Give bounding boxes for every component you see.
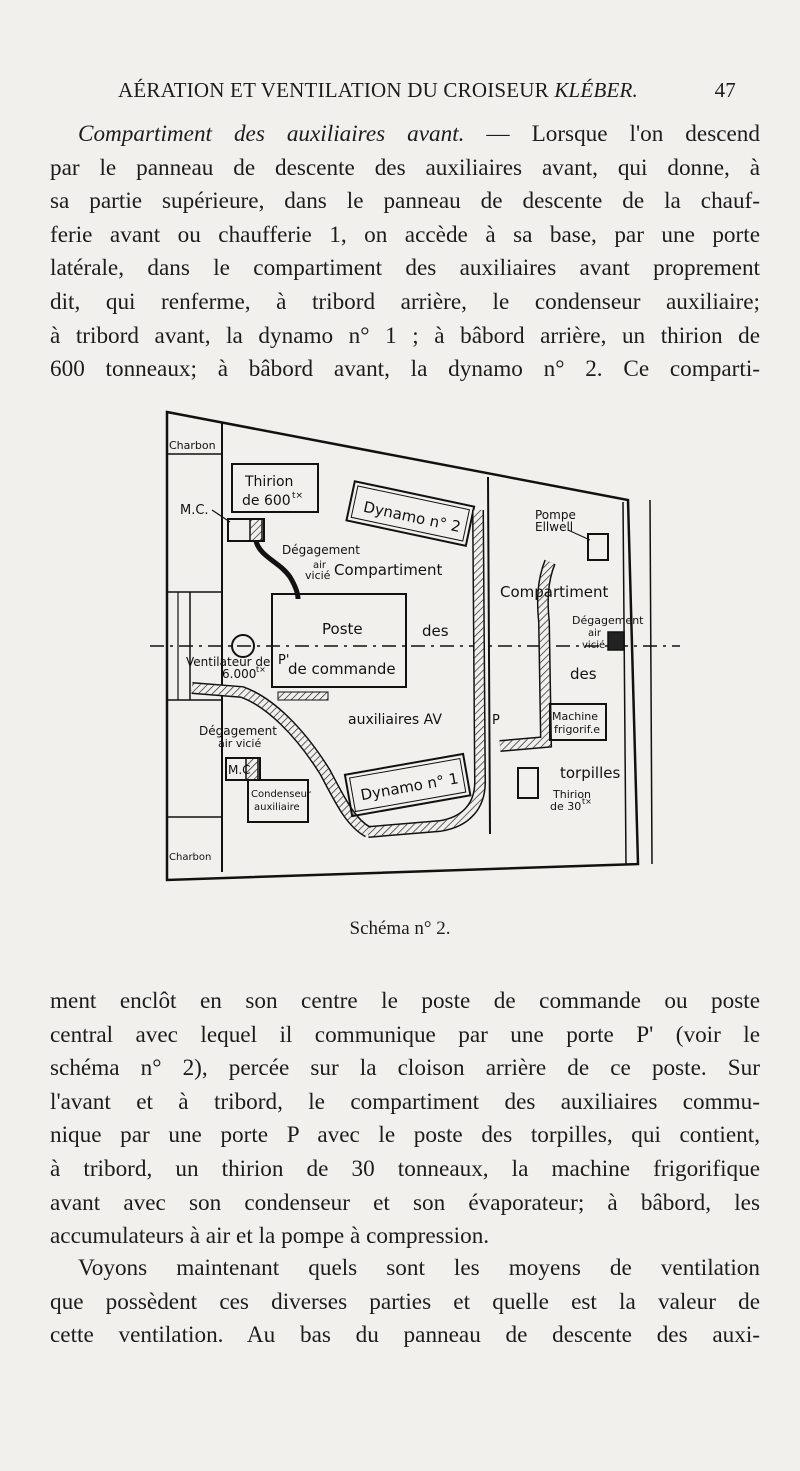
paragraph-2: ment enclôt en son centre le poste de co… bbox=[50, 985, 760, 1254]
label-degagement-r-l2: air bbox=[588, 628, 602, 639]
label-charbon-bottom: Charbon bbox=[169, 852, 211, 863]
page-number: 47 bbox=[714, 78, 736, 102]
label-auxiliaires-av: auxiliaires AV bbox=[348, 712, 442, 728]
text-line: dit, qui renferme, à tribord arrière, le… bbox=[50, 288, 760, 315]
label-thirion-600-sup: t× bbox=[292, 491, 303, 501]
text-line: avant avec son condenseur et son évapora… bbox=[50, 1189, 760, 1216]
label-ventilateur-l2: 6.000 bbox=[222, 667, 256, 681]
schematic-drawing: Thirion de 600 t× M.C. Dégagement air vi… bbox=[150, 410, 680, 882]
text-line: par le panneau de descente des auxiliair… bbox=[50, 154, 760, 181]
text-line: schéma n° 2), percée sur la cloison arri… bbox=[50, 1055, 760, 1082]
degagement-r-vent bbox=[607, 631, 625, 651]
label-door-pprime: P' bbox=[278, 653, 289, 668]
text-line: nique par une porte P avec le poste des … bbox=[50, 1122, 760, 1149]
label-thirion-30-sup: t× bbox=[582, 797, 592, 806]
dynamo-2: Dynamo n° 2 bbox=[345, 480, 476, 547]
label-poste: Poste bbox=[322, 620, 363, 638]
text-line: ment enclôt en son centre le poste de co… bbox=[50, 988, 760, 1014]
text-line: l'avant et à tribord, le compartiment de… bbox=[50, 1088, 760, 1115]
label-mc-bottom: M.C bbox=[228, 763, 251, 777]
text-line: ferie avant ou chaufferie 1, on accède à… bbox=[50, 221, 760, 248]
text-line: central avec lequel il communique par un… bbox=[50, 1021, 760, 1048]
dynamo-1: Dynamo n° 1 bbox=[343, 752, 472, 818]
text-line: Voyons maintenant quels sont les moyens … bbox=[78, 1255, 760, 1281]
paragraph-3: Voyons maintenant quels sont les moyens … bbox=[50, 1252, 760, 1353]
label-compartiment: Compartiment bbox=[334, 561, 443, 579]
label-charbon-top: Charbon bbox=[169, 439, 216, 452]
text-line: cette ventilation. Au bas du panneau de … bbox=[50, 1322, 760, 1349]
torpilles-bulkhead bbox=[487, 476, 491, 835]
label-thirion-600-l1: Thirion bbox=[244, 474, 293, 490]
label-condenseur-l2: auxiliaire bbox=[254, 802, 300, 813]
label-degagement-top-l1: Dégagement bbox=[282, 543, 360, 557]
text-line: que possèdent ces diverses parties et qu… bbox=[50, 1288, 760, 1315]
text-line: Compartiment des auxiliaires avant. — Lo… bbox=[78, 121, 760, 147]
label-mc-top: M.C. bbox=[180, 503, 209, 518]
label-des: des bbox=[422, 622, 449, 640]
ventilateur-6000 bbox=[231, 634, 255, 658]
text-line: à tribord avant, la dynamo n° 1 ; à bâbo… bbox=[50, 322, 760, 349]
label-door-p: P bbox=[492, 713, 500, 728]
label-degagement-r-l1: Dégagement bbox=[572, 614, 644, 627]
section-heading: Compartiment des auxiliaires avant. bbox=[78, 121, 465, 147]
text-line: latérale, dans le compartiment des auxil… bbox=[50, 255, 760, 282]
label-degagement-top-l3: vicié bbox=[305, 569, 331, 582]
pompe-ellwell bbox=[587, 533, 609, 561]
label-machine-l2: frigorif.e bbox=[554, 723, 600, 736]
label-machine-l1: Machine bbox=[552, 710, 598, 723]
text-line: à tribord, un thirion de 30 tonneaux, la… bbox=[50, 1155, 760, 1182]
text-line: 600 tonneaux; à bâbord avant, la dynamo … bbox=[50, 356, 760, 383]
compartment-schematic: Thirion de 600 t× M.C. Dégagement air vi… bbox=[150, 402, 680, 882]
label-torpilles: torpilles bbox=[560, 764, 620, 782]
label-thirion-600-l2: de 600 bbox=[242, 493, 291, 509]
condenseur-auxiliaire bbox=[247, 779, 309, 823]
label-pompe-l2: Ellwell bbox=[535, 520, 573, 534]
text-line: sa partie supérieure, dans le panneau de… bbox=[50, 188, 760, 215]
thirion-600-box bbox=[231, 463, 319, 513]
text-line: accumulateurs à air et la pompe à compre… bbox=[50, 1223, 490, 1250]
label-des-r: des bbox=[570, 665, 597, 683]
thirion-30-box bbox=[517, 767, 539, 799]
label-compartiment-r: Compartiment bbox=[500, 583, 609, 601]
label-degagement-top-l2: air bbox=[313, 560, 327, 571]
label-condenseur-l1: Condenseur bbox=[251, 789, 312, 800]
header-title: AÉRATION ET VENTILATION DU CROISEUR KLÉB… bbox=[118, 78, 638, 102]
paragraph-1: Compartiment des auxiliaires avant. — Lo… bbox=[50, 118, 760, 387]
label-ventilateur-l1: Ventilateur de bbox=[186, 655, 270, 669]
machine-frigorifique bbox=[549, 703, 607, 741]
label-degagement-bot-l2: air vicié bbox=[218, 737, 261, 750]
hull-outline bbox=[165, 410, 640, 882]
label-thirion-30-l1: Thirion bbox=[552, 788, 591, 801]
label-ventilateur-sup: t× bbox=[256, 665, 266, 674]
label-thirion-30-l2: de 30 bbox=[550, 800, 581, 813]
label-degagement-r-l3: vicié bbox=[582, 639, 605, 651]
label-degagement-bot-l1: Dégagement bbox=[199, 724, 277, 738]
figure-caption: Schéma n° 2. bbox=[349, 918, 451, 939]
label-pompe-l1: Pompe bbox=[535, 508, 576, 522]
poste-de-commande bbox=[271, 593, 407, 688]
label-de-commande: de commande bbox=[288, 660, 396, 678]
